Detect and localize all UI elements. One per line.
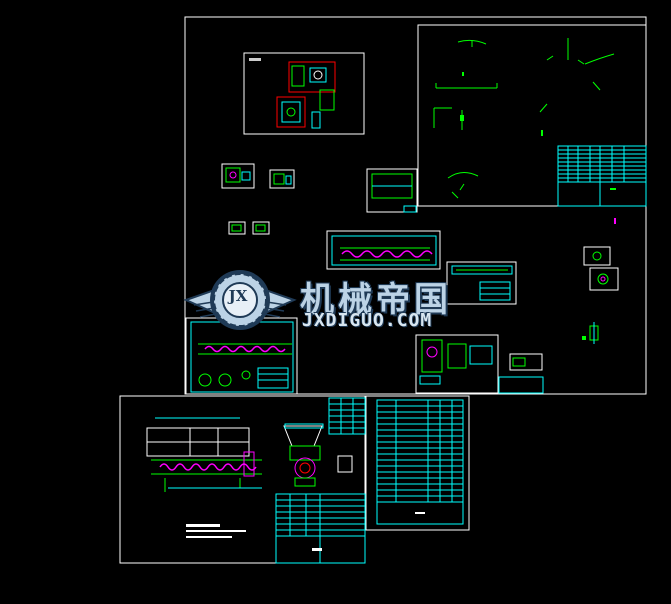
sheet-bottom-left (119, 395, 366, 564)
detail-right-a (583, 246, 619, 291)
sheet-middle-small (366, 168, 418, 213)
sheet-top-small (243, 52, 365, 135)
watermark-logo-letters: JX (228, 287, 248, 305)
sheet-middle-conveyor (326, 230, 441, 270)
sheet-top-right (417, 24, 647, 207)
sheet-right-middle (446, 261, 517, 305)
watermark-brand-url: JXDIGUO.COM (302, 310, 433, 331)
detail-right-b (582, 322, 599, 344)
watermark-logo-icon (183, 270, 297, 330)
detail-left-c (228, 221, 270, 235)
magenta-marker (614, 218, 616, 224)
sheet-lower-middle (415, 334, 544, 394)
sheet-bottom-table (365, 395, 470, 531)
detail-left-a (221, 163, 255, 189)
detail-left-b (269, 169, 295, 189)
watermark-brand-cn: 机械帝国 (300, 280, 452, 320)
